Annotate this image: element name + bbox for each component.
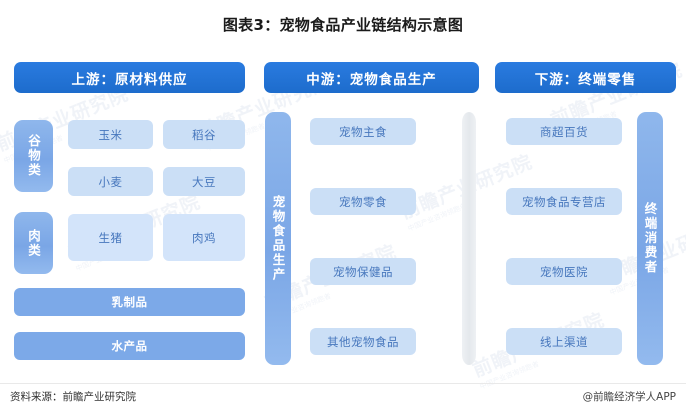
midstream-item-other-food[interactable]: 其他宠物食品 xyxy=(310,328,416,355)
upstream-item-corn[interactable]: 玉米 xyxy=(68,120,153,149)
midstream-item-health-care[interactable]: 宠物保健品 xyxy=(310,258,416,285)
midstream-item-staple-food[interactable]: 宠物主食 xyxy=(310,118,416,145)
section-header-upstream: 上游：原材料供应 xyxy=(14,62,245,93)
midstream-item-snacks[interactable]: 宠物零食 xyxy=(310,188,416,215)
section-header-midstream: 中游：宠物食品生产 xyxy=(264,62,479,93)
downstream-item-specialty-shop[interactable]: 宠物食品专营店 xyxy=(506,188,622,215)
end-consumer-label: 终端消费者 xyxy=(637,112,663,365)
page-title: 图表3：宠物食品产业链结构示意图 xyxy=(222,16,464,34)
footer-divider xyxy=(0,383,686,384)
source-note: 资料来源：前瞻产业研究院 xyxy=(10,391,136,403)
upstream-item-broiler[interactable]: 肉鸡 xyxy=(163,214,245,261)
upstream-item-rice[interactable]: 稻谷 xyxy=(163,120,245,149)
category-label-meat: 肉类 xyxy=(14,212,53,274)
upstream-item-soybean[interactable]: 大豆 xyxy=(163,167,245,196)
upstream-item-wheat[interactable]: 小麦 xyxy=(68,167,153,196)
upstream-item-live-pig[interactable]: 生猪 xyxy=(68,214,153,261)
upstream-item-aquatic[interactable]: 水产品 xyxy=(14,332,245,360)
section-divider xyxy=(462,112,476,365)
section-header-downstream: 下游：终端零售 xyxy=(495,62,676,93)
downstream-item-online-channel[interactable]: 线上渠道 xyxy=(506,328,622,355)
downstream-item-pet-hospital[interactable]: 宠物医院 xyxy=(506,258,622,285)
midstream-vertical-label: 宠物食品生产 xyxy=(265,112,291,365)
category-label-grain: 谷物类 xyxy=(14,120,53,192)
upstream-item-dairy[interactable]: 乳制品 xyxy=(14,288,245,316)
app-credit: @前瞻经济学人APP xyxy=(582,391,676,403)
downstream-item-supermarket[interactable]: 商超百货 xyxy=(506,118,622,145)
